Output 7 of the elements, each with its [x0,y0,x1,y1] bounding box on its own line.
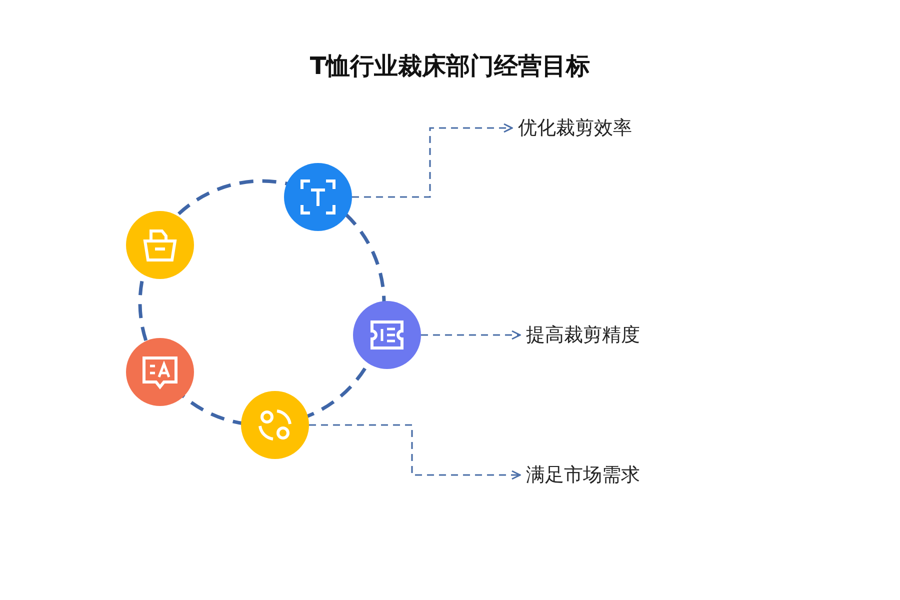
goal-label: 提高裁剪精度 [526,323,640,347]
dashed-arrow [352,123,513,198]
goal-label: 优化裁剪效率 [518,116,632,140]
goal-label: 满足市场需求 [526,463,640,487]
title: T恤行业裁床部门经营目标 [308,51,592,82]
dashed-arrow [421,330,521,340]
dashed-arrow [309,424,521,480]
